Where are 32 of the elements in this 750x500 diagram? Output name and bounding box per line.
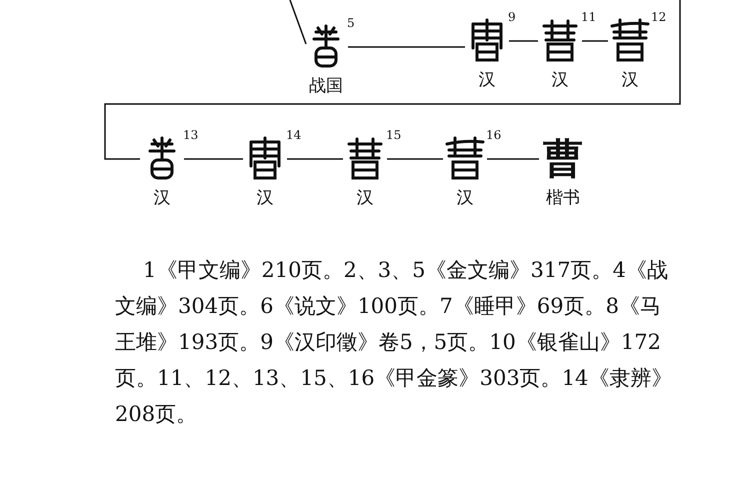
era-label: 汉 xyxy=(552,70,568,90)
source-number: 14 xyxy=(286,128,302,142)
era-label: 汉 xyxy=(478,70,496,90)
connector-line xyxy=(487,158,539,160)
era-label: 汉 xyxy=(622,70,638,90)
source-number: 15 xyxy=(386,128,402,142)
ancient-glyph-drawing xyxy=(445,136,485,182)
connector-line xyxy=(348,46,465,48)
connector-line xyxy=(104,0,681,160)
source-number: 13 xyxy=(183,128,198,142)
era-label: 汉 xyxy=(154,188,170,208)
connector-line xyxy=(289,0,307,44)
source-number: 9 xyxy=(508,10,516,24)
era-label: 汉 xyxy=(356,188,374,208)
connector-line xyxy=(184,158,243,160)
source-note: 1《甲文编》210页。2、3、5《金文编》317页。4《战文编》304页。6《说文》100页。7《睡甲》69页。8《马王堆》193页。9《汉印徵》卷5，5页。10《银雀山》172页。11、12、13、15、16《甲金篆》303页。14《隶辨》208页。 xyxy=(115,257,674,428)
source-number: 5 xyxy=(347,16,355,30)
era-label: 汉 xyxy=(456,188,474,208)
era-label: 楷书 xyxy=(546,188,580,208)
connector-line xyxy=(509,40,538,42)
era-label: 战国 xyxy=(309,76,343,96)
character: 曹 xyxy=(541,136,585,182)
ancient-glyph-drawing xyxy=(345,136,385,182)
source-number: 12 xyxy=(651,10,666,24)
era-label: 汉 xyxy=(256,188,274,208)
connector-line xyxy=(287,158,343,160)
source-number: 11 xyxy=(581,10,596,24)
connector-line xyxy=(387,158,443,160)
source-number: 16 xyxy=(486,128,502,142)
connector-line xyxy=(582,40,608,42)
ancient-glyph-drawing xyxy=(610,18,650,64)
ancient-glyph-drawing xyxy=(540,18,580,64)
